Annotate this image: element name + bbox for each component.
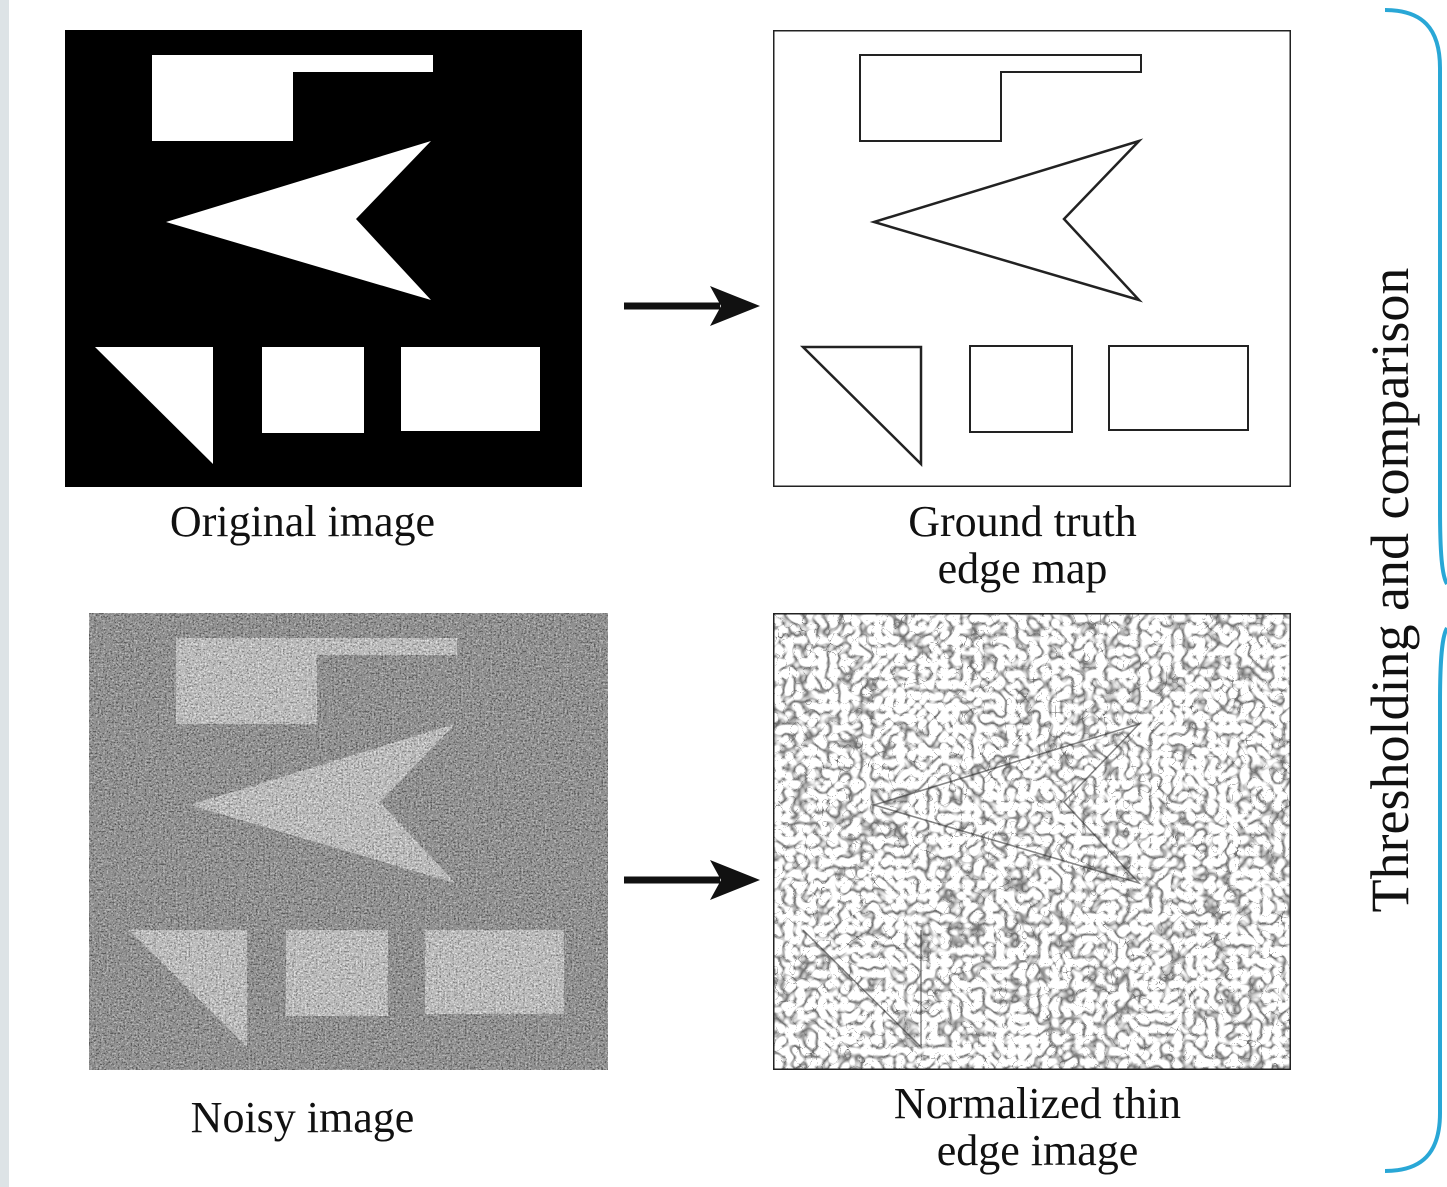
original-image (65, 30, 582, 487)
curly-brace-icon (1384, 8, 1447, 1173)
ground-truth-caption: Ground truth edge map (908, 497, 1137, 593)
arrow-right-icon (624, 860, 760, 900)
noisy-image-caption: Noisy image (190, 1093, 415, 1142)
normalized-caption: Normalized thin edge image (893, 1079, 1182, 1175)
normalized-thin-edge-image (773, 613, 1291, 1070)
left-edge-bar (0, 0, 9, 1187)
ground-truth-edge-map (773, 30, 1291, 487)
side-label-thresholding: Thresholding and comparison (1360, 267, 1420, 913)
original-image-caption: Original image (169, 497, 436, 546)
arrow-right-icon (624, 286, 760, 326)
noisy-image (89, 613, 608, 1070)
